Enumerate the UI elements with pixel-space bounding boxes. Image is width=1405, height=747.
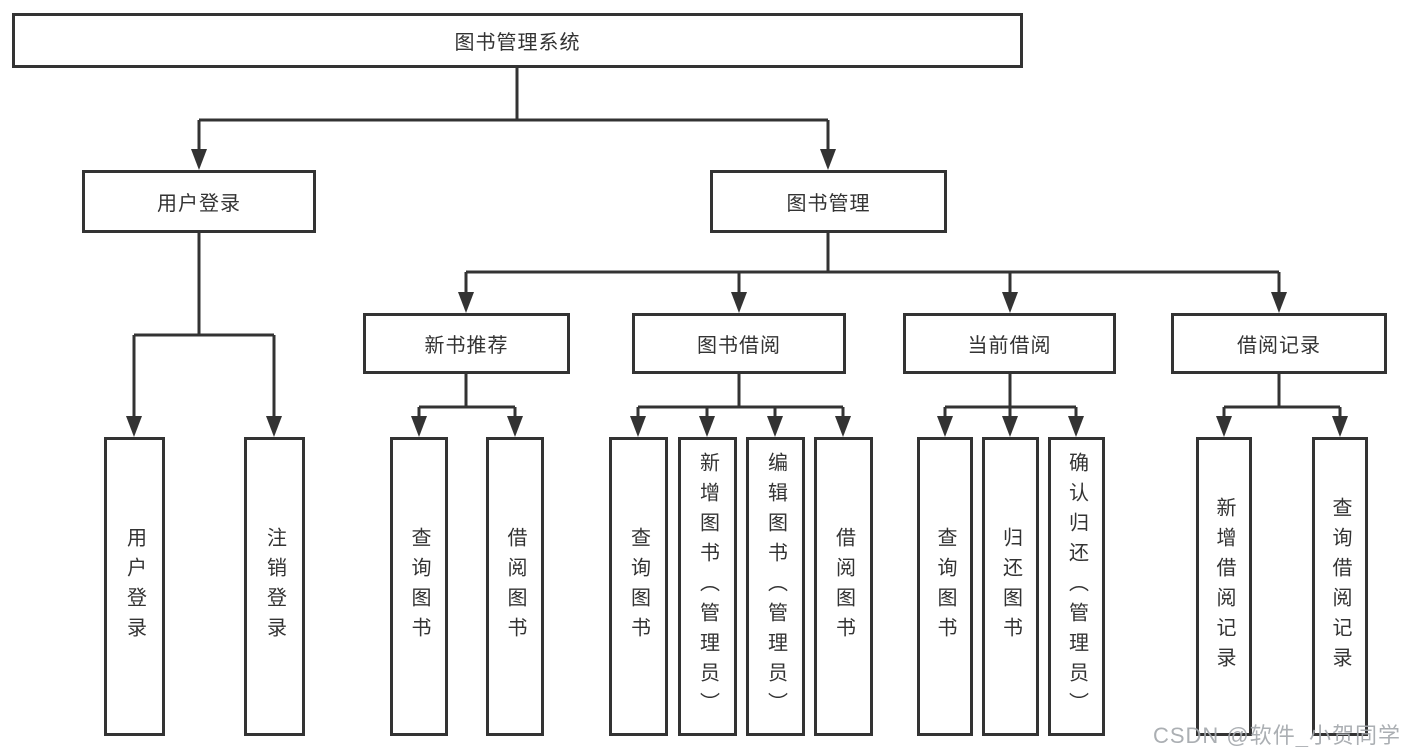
node-book-management: 图书管理 (710, 170, 947, 233)
node-root: 图书管理系统 (12, 13, 1023, 68)
leaf-add-borrow-record: 新增借阅记录 (1196, 437, 1252, 736)
leaf-query-books-borrow: 查询图书 (609, 437, 668, 736)
node-new-book-recommend: 新书推荐 (363, 313, 570, 374)
node-book-borrow: 图书借阅 (632, 313, 846, 374)
leaf-user-login: 用户登录 (104, 437, 165, 736)
leaf-add-books-admin: 新增图书（管理员） (678, 437, 737, 736)
leaf-edit-books-admin: 编辑图书（管理员） (746, 437, 805, 736)
node-user-login: 用户登录 (82, 170, 316, 233)
csdn-watermark: CSDN @软件_小贺同学 (1152, 723, 1401, 747)
leaf-borrow-books-recommend: 借阅图书 (486, 437, 544, 736)
leaf-return-books: 归还图书 (982, 437, 1039, 736)
node-borrow-record: 借阅记录 (1171, 313, 1387, 374)
leaf-query-books-current: 查询图书 (917, 437, 973, 736)
node-current-borrow: 当前借阅 (903, 313, 1116, 374)
leaf-borrow-books: 借阅图书 (814, 437, 873, 736)
leaf-query-borrow-record: 查询借阅记录 (1312, 437, 1368, 736)
leaf-query-books-recommend: 查询图书 (390, 437, 448, 736)
leaf-logout: 注销登录 (244, 437, 305, 736)
leaf-confirm-return-admin: 确认归还（管理员） (1048, 437, 1105, 736)
